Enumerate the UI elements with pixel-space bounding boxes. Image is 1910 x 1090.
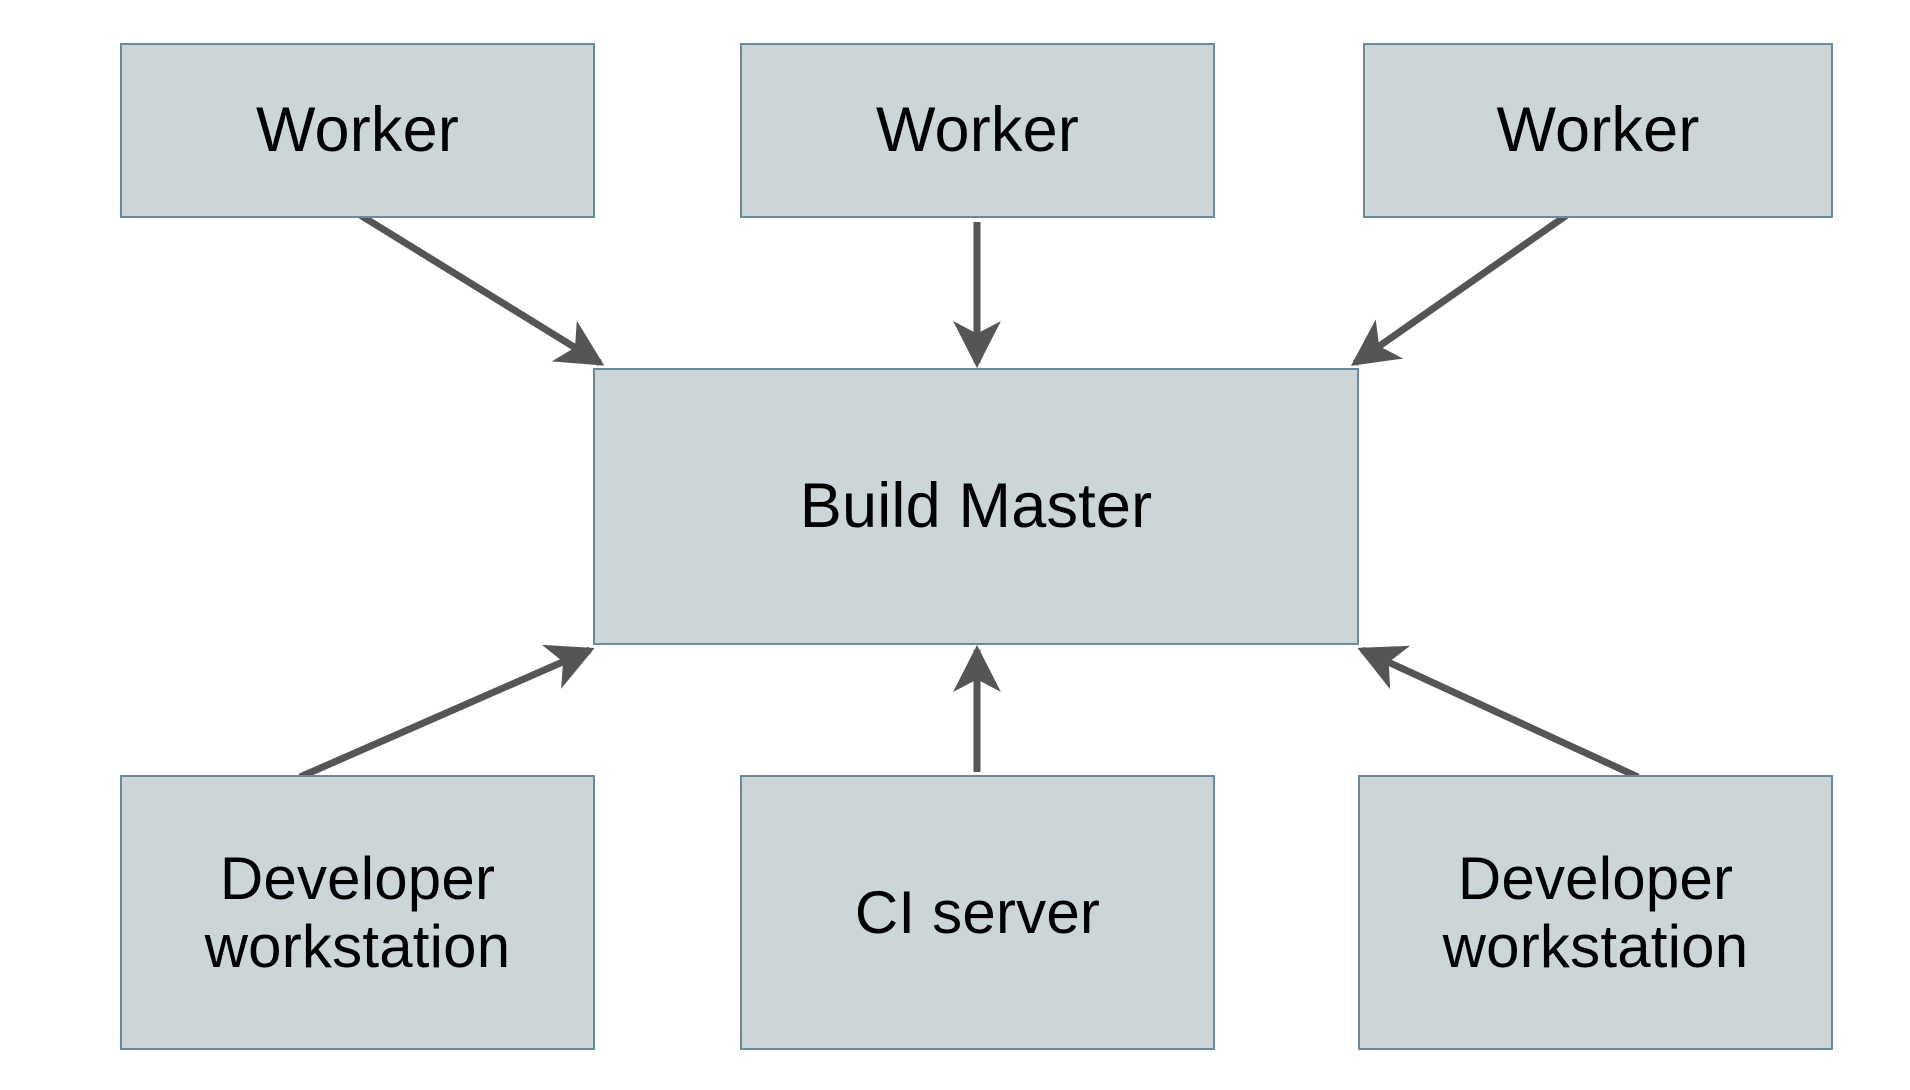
- node-build-master-label: Build Master: [799, 471, 1153, 542]
- node-worker-center-label: Worker: [875, 95, 1080, 166]
- node-ci-server-label: CI server: [854, 878, 1101, 946]
- node-build-master[interactable]: Build Master: [593, 368, 1359, 645]
- node-worker-right-label: Worker: [1496, 95, 1700, 166]
- edge-devws-right-to-master: [1357, 645, 1640, 781]
- node-worker-right[interactable]: Worker: [1363, 43, 1833, 218]
- node-developer-workstation-left-label: Developer workstation: [204, 845, 511, 980]
- node-worker-center[interactable]: Worker: [740, 43, 1215, 218]
- node-developer-workstation-right-label: Developer workstation: [1442, 845, 1749, 980]
- node-developer-workstation-right[interactable]: Developer workstation: [1358, 775, 1833, 1050]
- node-developer-workstation-left[interactable]: Developer workstation: [120, 775, 595, 1050]
- node-ci-server[interactable]: CI server: [740, 775, 1215, 1050]
- edge-devws-left-to-master: [298, 644, 595, 781]
- node-worker-left[interactable]: Worker: [120, 43, 595, 218]
- node-worker-left-label: Worker: [255, 95, 460, 166]
